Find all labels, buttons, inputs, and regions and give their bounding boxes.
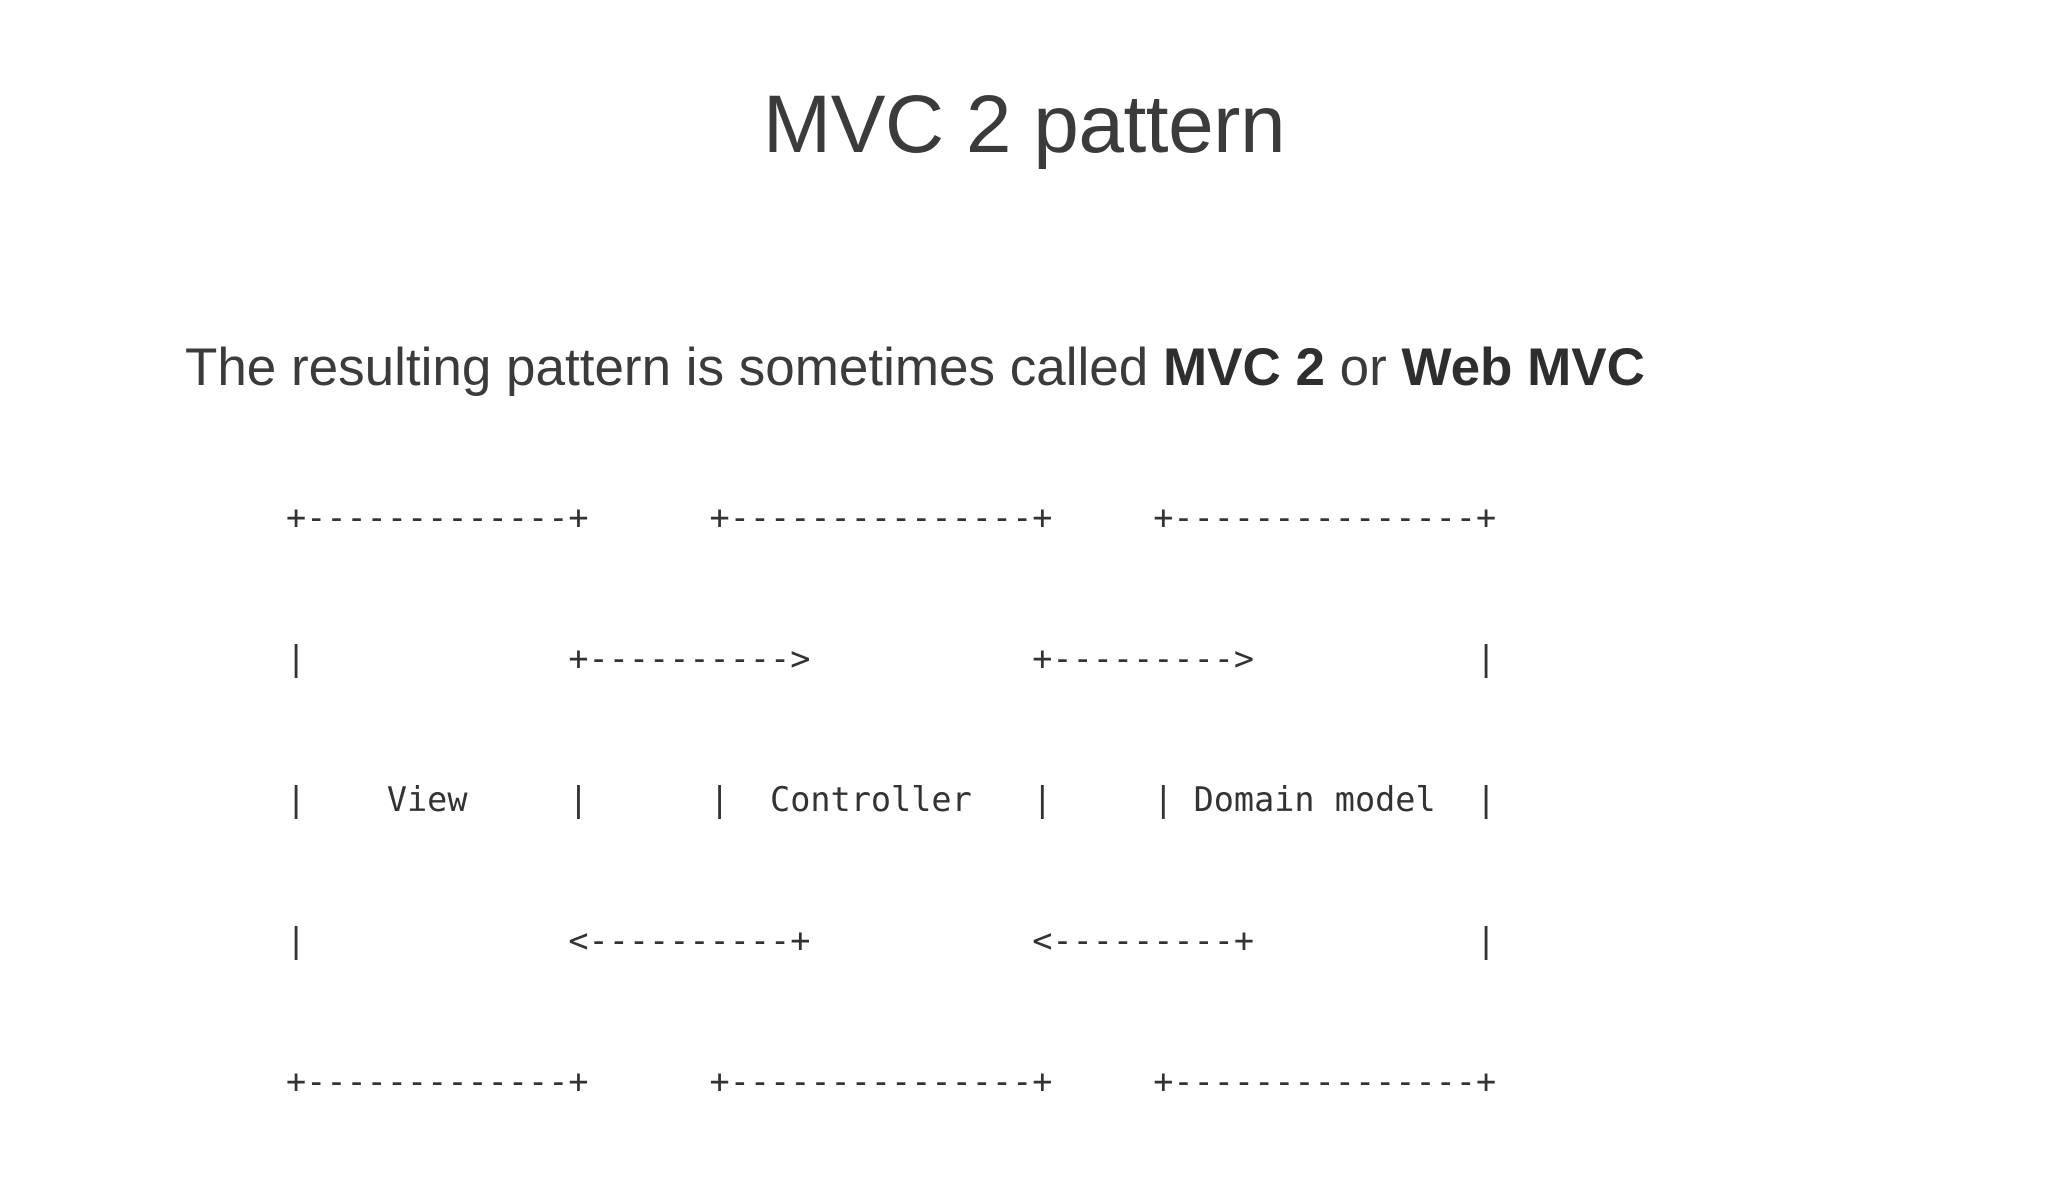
diagram-row-forward-arrows: | +----------> +---------> | bbox=[286, 639, 1497, 678]
mvc-ascii-diagram: +-------------+ +---------------+ +-----… bbox=[286, 400, 1496, 1199]
subtitle-text-part1: The resulting pattern is sometimes calle… bbox=[184, 337, 1163, 397]
slide-canvas: MVC 2 pattern The resulting pattern is s… bbox=[127, 79, 1645, 1101]
diagram-row-top-borders: +-------------+ +---------------+ +-----… bbox=[286, 498, 1497, 537]
subtitle-emphasis-mvc2: MVC 2 bbox=[1162, 337, 1325, 397]
subtitle-text-part2: or bbox=[1324, 337, 1402, 397]
diagram-row-bottom-borders: +-------------+ +---------------+ +-----… bbox=[286, 1062, 1497, 1101]
subtitle-emphasis-webmvc: Web MVC bbox=[1401, 337, 1645, 397]
diagram-row-labels: | View | | Controller | | Domain model | bbox=[286, 780, 1497, 819]
diagram-row-return-arrows: | <----------+ <---------+ | bbox=[286, 921, 1497, 960]
subtitle-line: The resulting pattern is sometimes calle… bbox=[127, 277, 1645, 460]
page-title: MVC 2 pattern bbox=[762, 79, 1286, 170]
